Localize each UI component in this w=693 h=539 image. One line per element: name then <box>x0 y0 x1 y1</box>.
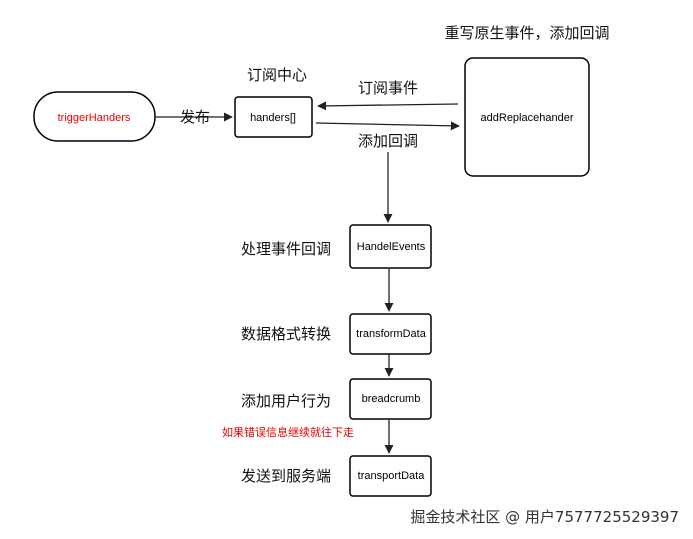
subscribe-event-label: 订阅事件 <box>358 79 418 97</box>
transform-data-node: transformData <box>349 313 432 355</box>
send-server-label: 发送到服务端 <box>241 467 331 485</box>
publish-label: 发布 <box>180 108 210 126</box>
transport-data-node: transportData <box>349 455 432 497</box>
handers-node: handers[] <box>234 96 313 138</box>
transport-data-label: transportData <box>358 470 426 482</box>
transform-data-label: transformData <box>356 328 427 340</box>
handle-events-label: 处理事件回调 <box>241 240 331 258</box>
handel-events-node: HandelEvents <box>349 224 432 269</box>
trigger-handers-label: triggerHanders <box>58 112 131 124</box>
add-replace-hander-label: addReplacehander <box>481 112 574 124</box>
add-replace-hander-node: addReplacehander <box>464 57 590 177</box>
trigger-handers-node: triggerHanders <box>33 91 156 142</box>
watermark-text: 掘金技术社区 @ 用户7577725529397 <box>410 508 679 526</box>
breadcrumb-node: breadcrumb <box>349 378 432 420</box>
error-note-label: 如果错误信息继续就往下走 <box>222 425 354 439</box>
format-data-label: 数据格式转换 <box>241 325 331 343</box>
subscribe-center-label: 订阅中心 <box>247 66 307 84</box>
arrow-add-callback <box>315 121 460 131</box>
breadcrumb-label: breadcrumb <box>362 393 421 405</box>
add-callback-label: 添加回调 <box>358 132 418 150</box>
override-label: 重写原生事件，添加回调 <box>444 24 609 42</box>
handel-events-label: HandelEvents <box>357 241 426 253</box>
user-action-label: 添加用户行为 <box>241 392 331 410</box>
handers-label: handers[] <box>250 112 296 124</box>
arrow-subscribe <box>317 101 459 111</box>
